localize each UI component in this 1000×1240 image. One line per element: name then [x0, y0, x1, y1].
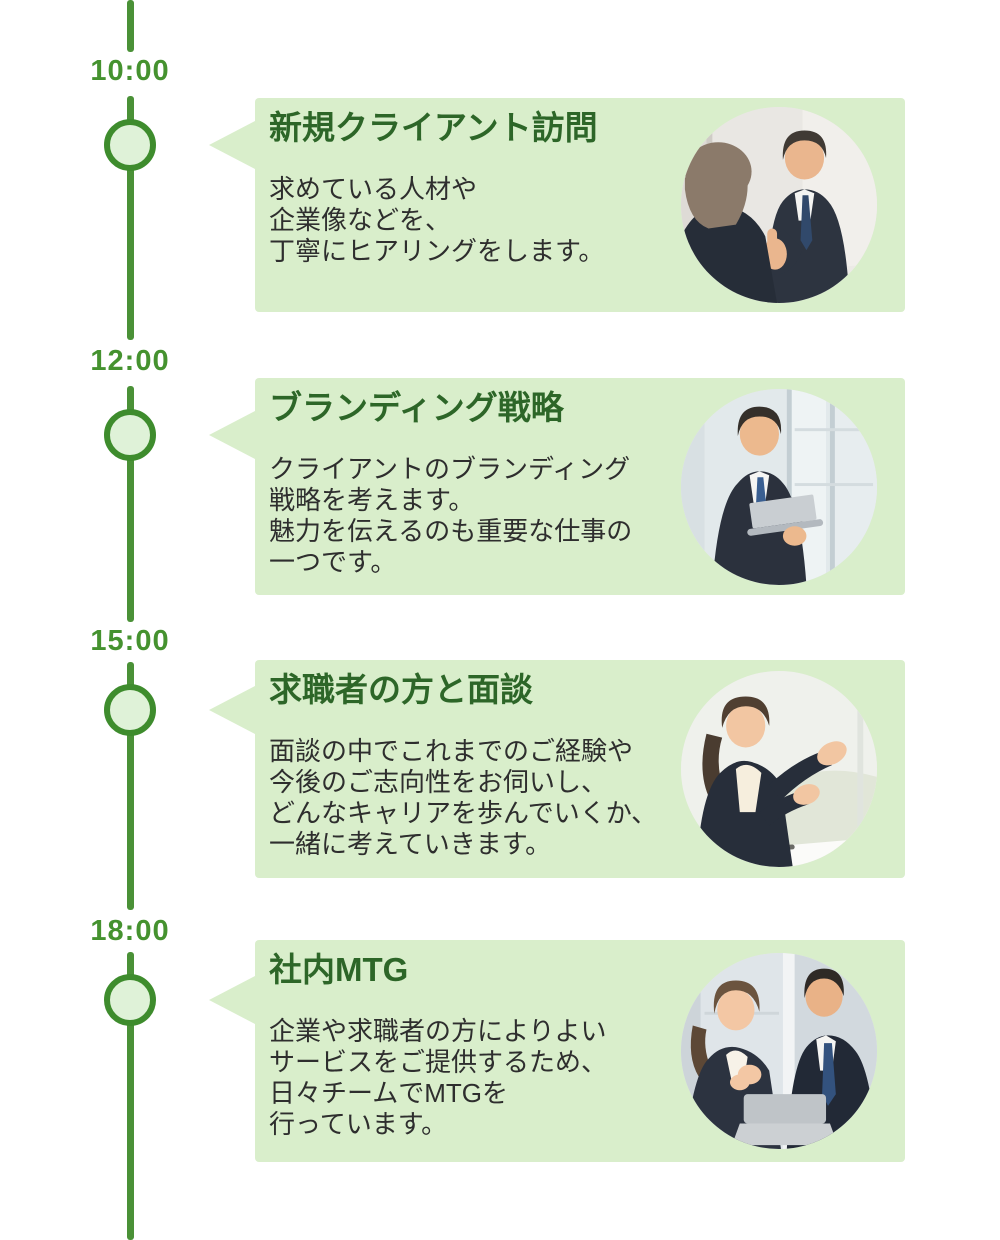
woman-interview-photo	[681, 671, 877, 867]
timeline-line-segment	[127, 952, 134, 1240]
timeline-node-icon	[104, 974, 156, 1026]
timeline-line-segment	[127, 386, 134, 622]
timeline-node-icon	[104, 119, 156, 171]
card-body-text: 企業や求職者の方によりよい サービスをご提供するため、 日々チームでMTGを 行…	[269, 1016, 608, 1139]
timeline-node-icon	[104, 409, 156, 461]
card-title: ブランディング戦略	[269, 389, 564, 426]
card-body-text: 求めている人材や 企業像などを、 丁寧にヒアリングをします。	[269, 174, 605, 266]
branding-illustration	[681, 388, 877, 585]
timeline-line-segment	[127, 662, 134, 910]
timeline-card-branding: ブランディング戦略 クライアントのブランディング 戦略を考えます。 魅力を伝える…	[209, 378, 905, 595]
client-meeting-photo	[681, 107, 877, 303]
man-holding-laptop-photo	[681, 388, 877, 585]
time-label-1500: 15:00	[90, 625, 170, 657]
time-label-1000: 10:00	[90, 55, 170, 87]
timeline-node-icon	[104, 684, 156, 736]
card-pointer-tail	[209, 121, 255, 169]
card-title: 求職者の方と面談	[269, 671, 533, 708]
card-pointer-tail	[209, 686, 255, 734]
team-meeting-photo	[681, 953, 877, 1149]
card-pointer-tail	[209, 411, 255, 459]
timeline-card-internal-mtg: 社内MTG 企業や求職者の方によりよい サービスをご提供するため、 日々チームで…	[209, 940, 905, 1162]
team-meeting-illustration	[681, 953, 877, 1149]
card-body-text: 面談の中でこれまでのご経験や 今後のご志向性をお伺いし、 どんなキャリアを歩んで…	[269, 736, 658, 859]
timeline-line-segment	[127, 96, 134, 340]
time-label-1200: 12:00	[90, 345, 170, 377]
timeline-card-interview: 求職者の方と面談 面談の中でこれまでのご経験や 今後のご志向性をお伺いし、 どん…	[209, 660, 905, 878]
interview-illustration	[681, 671, 877, 867]
timeline-card-client-visit: 新規クライアント訪問 求めている人材や 企業像などを、 丁寧にヒアリングをします…	[209, 98, 905, 312]
card-title: 新規クライアント訪問	[269, 109, 598, 146]
card-body-text: クライアントのブランディング 戦略を考えます。 魅力を伝えるのも重要な仕事の 一…	[269, 454, 633, 577]
card-title: 社内MTG	[269, 951, 409, 988]
time-label-1800: 18:00	[90, 915, 170, 947]
card-pointer-tail	[209, 976, 255, 1024]
client-meeting-illustration	[681, 107, 877, 303]
timeline-line-segment	[127, 0, 134, 52]
